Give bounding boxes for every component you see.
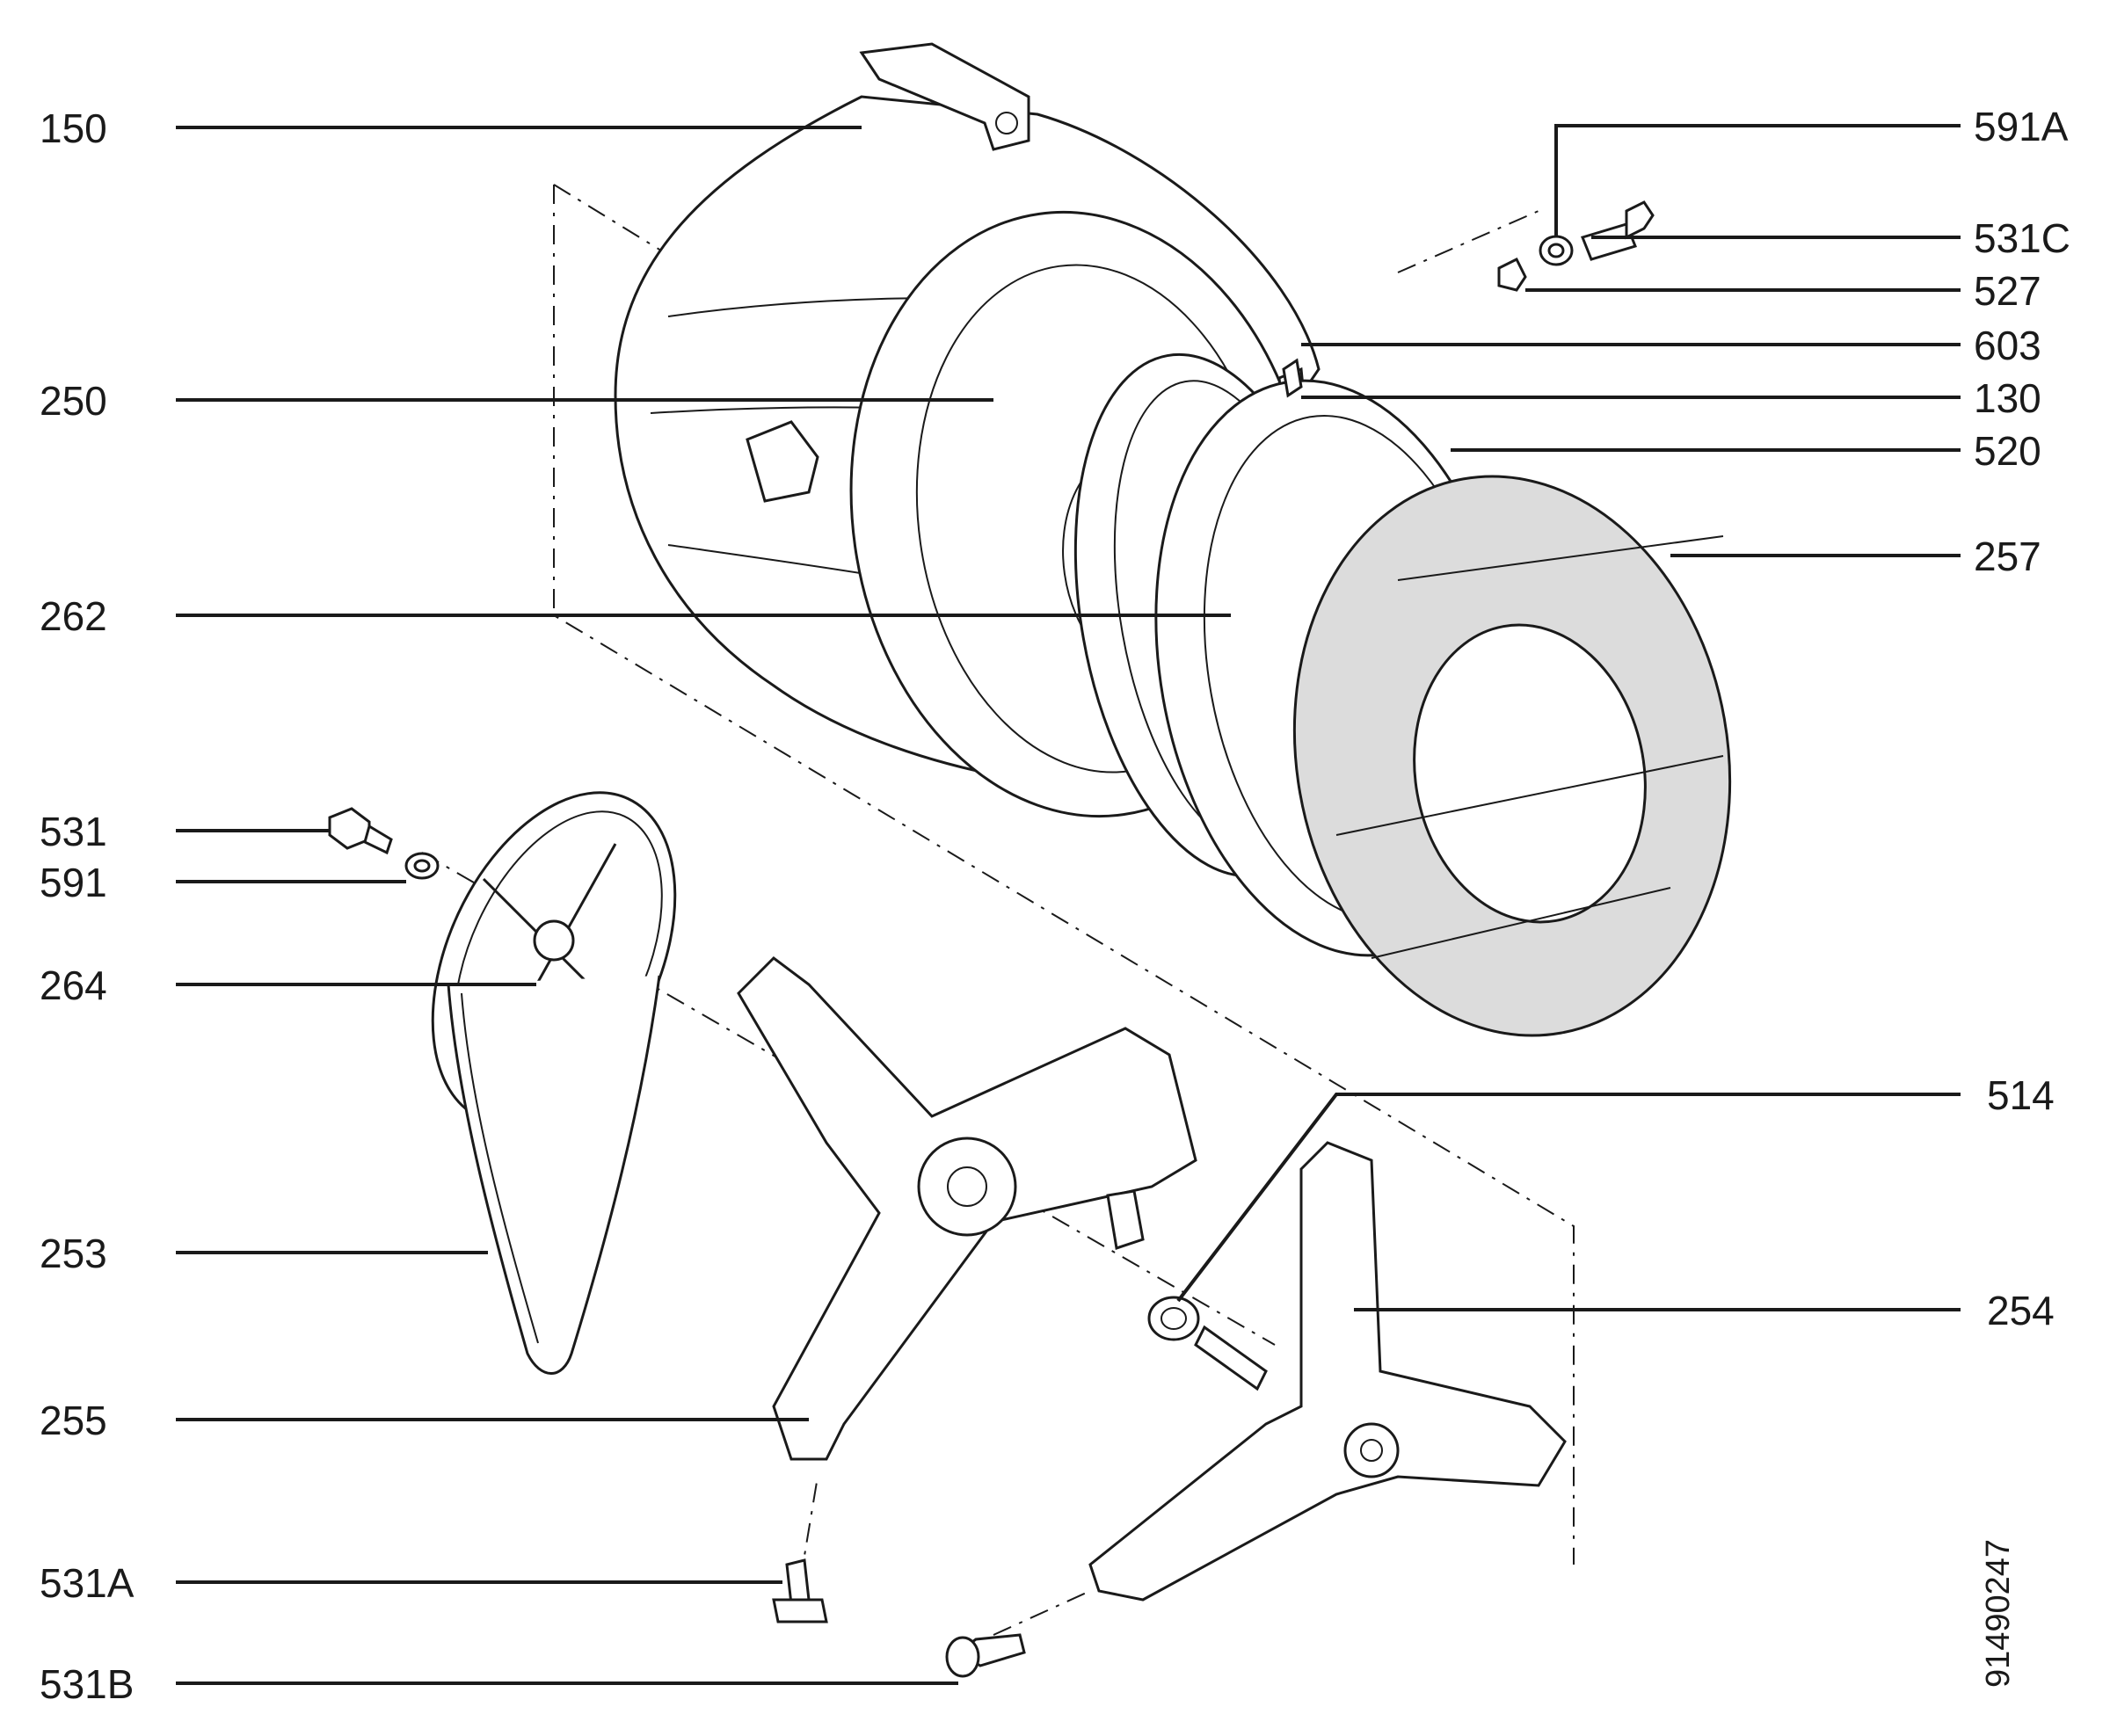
bushing-and-shaft <box>1147 1296 1268 1391</box>
label-591A: 591A <box>1974 104 2069 149</box>
label-130: 130 <box>1974 375 2041 421</box>
label-531A: 531A <box>40 1560 135 1606</box>
label-514: 514 <box>1987 1072 2055 1118</box>
label-262: 262 <box>40 593 107 639</box>
label-253: 253 <box>40 1231 107 1276</box>
leader-514 <box>1176 1093 1961 1303</box>
label-531: 531 <box>40 809 107 854</box>
support-cross-rear <box>737 956 1197 1461</box>
label-255: 255 <box>40 1398 107 1443</box>
label-150: 150 <box>40 105 107 151</box>
counterweight <box>1292 475 1732 1037</box>
label-531C: 531C <box>1974 215 2070 261</box>
fasteners-bottom <box>772 1558 1026 1678</box>
leader-591A <box>1554 124 1961 236</box>
label-591: 591 <box>40 860 107 905</box>
leader-lines <box>176 124 1961 1685</box>
label-254: 254 <box>1987 1288 2055 1333</box>
label-527: 527 <box>1974 268 2041 314</box>
drawing-code: 91490247 <box>1980 1539 2017 1688</box>
label-603: 603 <box>1974 323 2041 368</box>
drive-belt <box>447 975 661 1375</box>
label-250: 250 <box>40 378 107 424</box>
label-520: 520 <box>1974 428 2041 474</box>
fasteners-left <box>328 807 440 880</box>
support-cross-front <box>1088 1141 1567 1602</box>
callout-labels: 150 250 262 531 591 264 253 255 531A 531… <box>40 104 2070 1707</box>
label-257: 257 <box>1974 534 2041 579</box>
label-264: 264 <box>40 962 107 1008</box>
fasteners-top-right <box>1282 200 1655 398</box>
label-531B: 531B <box>40 1661 134 1707</box>
